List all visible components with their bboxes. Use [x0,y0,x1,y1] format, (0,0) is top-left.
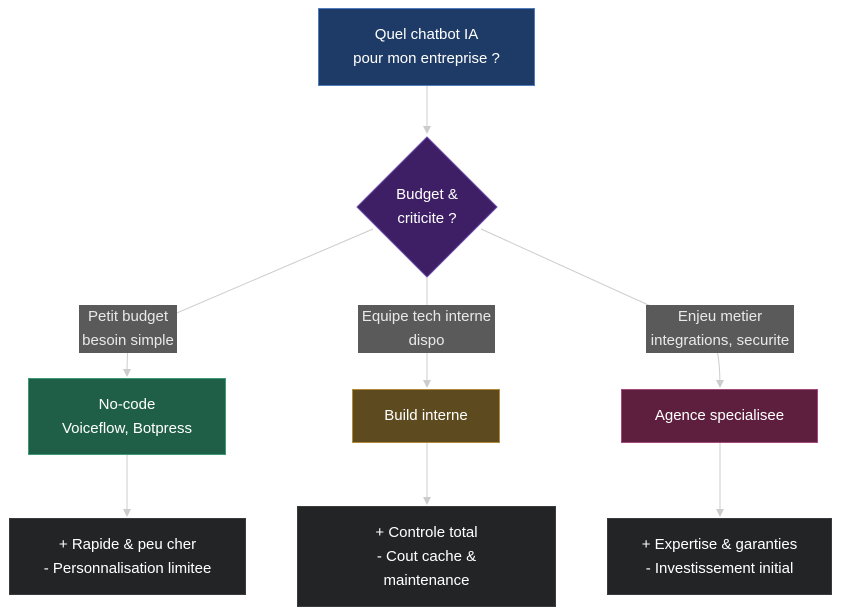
decision-node-line1: Budget & [396,186,458,203]
nocode-outcome-line2: - Personnalisation limitee [43,559,212,577]
build-node-line1: Build interne [384,407,468,424]
edge-label-petit-budget: Petit budget besoin simple [79,305,177,353]
build-outcome-line1: + Controle total [375,523,478,541]
nocode-node: No-code Voiceflow, Botpress [28,378,226,455]
build-node: Build interne [352,389,500,443]
agence-outcome-line2: - Investissement initial [645,559,794,577]
start-node-line2: pour mon entreprise ? [353,50,500,67]
nocode-outcome-node: + Rapide & peu cher - Personnalisation l… [9,518,246,595]
edge-decision-to-nocode [123,228,374,377]
edge-label-petit-line2: besoin simple [82,332,174,349]
edge-label-enjeu-metier: Enjeu metier integrations, securite [646,305,794,353]
agence-node: Agence specialisee [621,389,818,443]
decision-node: Budget & criticite ? [356,136,498,278]
build-outcome-node: + Controle total - Cout cache & maintena… [297,506,556,607]
start-node: Quel chatbot IA pour mon entreprise ? [318,8,535,86]
edge-label-petit-line1: Petit budget [87,308,169,325]
edge-label-equipe-line2: dispo [408,332,445,349]
agence-outcome-line1: + Expertise & garanties [641,535,798,553]
nocode-outcome-line1: + Rapide & peu cher [58,535,197,553]
agence-node-line1: Agence specialisee [654,407,785,424]
start-node-line1: Quel chatbot IA [374,26,479,43]
agence-outcome-node: + Expertise & garanties - Investissement… [607,518,832,595]
edge-label-enjeu-line2: integrations, securite [650,332,790,349]
edge-label-equipe-tech: Equipe tech interne dispo [358,305,495,353]
build-outcome-line2: - Cout cache & [376,547,477,565]
nocode-node-line2: Voiceflow, Botpress [61,419,193,437]
edge-label-equipe-line1: Equipe tech interne [361,308,492,325]
decision-diamond [356,136,498,278]
nocode-node-line1: No-code [98,395,156,413]
edge-label-enjeu-line1: Enjeu metier [677,308,763,325]
decision-node-line2: criticite ? [397,210,457,227]
build-outcome-line3: maintenance [383,571,470,589]
